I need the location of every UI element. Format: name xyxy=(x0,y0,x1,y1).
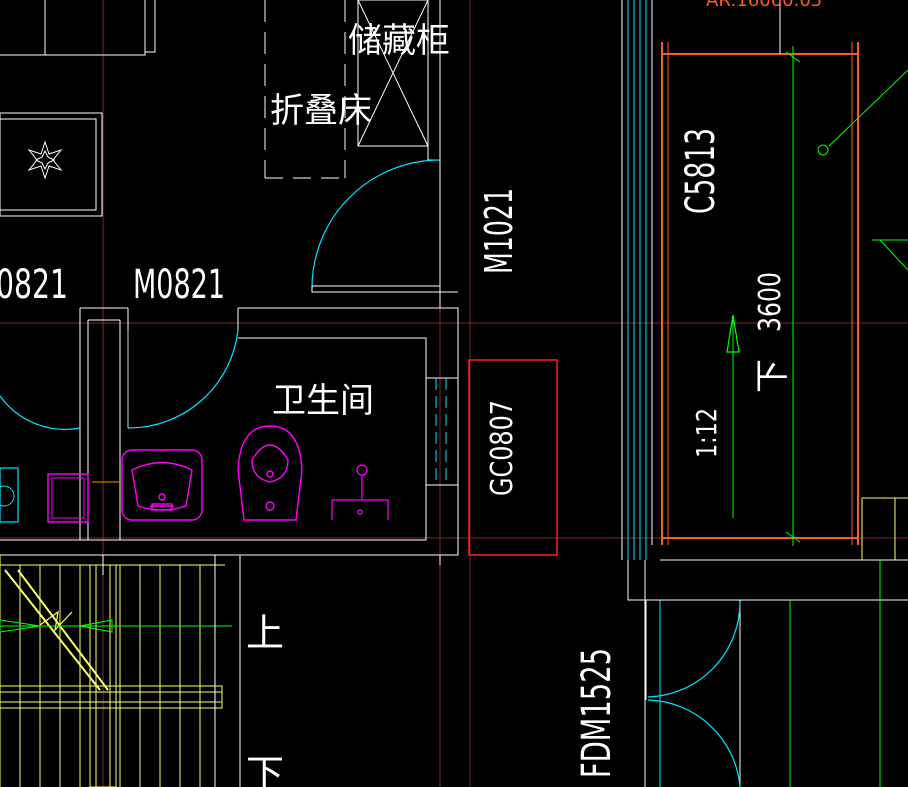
stair-up-label: 上 xyxy=(246,611,284,655)
door-m0821-label: M0821 xyxy=(133,262,225,308)
mop-sink-fixture xyxy=(331,464,389,520)
top-red-text: AR:16000.05 xyxy=(706,0,822,11)
stair-break-line xyxy=(39,610,73,632)
ramp-down-label: 下 xyxy=(753,359,793,393)
white-wall-lines-right xyxy=(621,0,908,787)
folding-bed-outline xyxy=(264,0,346,179)
bathroom-window-cyan xyxy=(435,378,447,485)
stair-down-label: 下 xyxy=(246,752,284,787)
storage-cabinet-label: 储藏柜 xyxy=(348,21,450,61)
door-m0821-left-label: 0821 xyxy=(0,262,68,308)
folding-bed-label: 折叠床 xyxy=(270,91,372,131)
washing-machine xyxy=(0,467,120,523)
flower-ornament-icon xyxy=(27,140,63,180)
stair-direction-lines xyxy=(0,619,232,633)
door-m0821-swings xyxy=(0,329,239,431)
staircase xyxy=(0,555,225,787)
door-m1021-label: M1021 xyxy=(477,188,521,274)
rug-block xyxy=(0,112,103,217)
stair-center-line xyxy=(214,555,241,787)
window-gc0807-label: GC0807 xyxy=(485,400,520,496)
green-dimension-lines xyxy=(732,46,908,546)
slope-label: 1:12 xyxy=(690,408,723,458)
furniture-sofa xyxy=(0,0,156,56)
bathroom-walls xyxy=(0,291,459,575)
cyan-wall-lines xyxy=(627,0,661,787)
lower-right-lines xyxy=(789,560,881,787)
window-gc0807-frame xyxy=(468,359,558,556)
window-c5813-frame xyxy=(661,42,859,545)
window-c5813-label: C5813 xyxy=(678,128,724,214)
dimension-3600-label: 3600 xyxy=(753,272,788,332)
yellow-edge-lines xyxy=(861,497,908,560)
bathroom-label: 卫生间 xyxy=(272,381,374,421)
door-fdm1525-swings xyxy=(645,600,741,787)
sink-fixture xyxy=(121,449,203,521)
toilet-fixture xyxy=(237,425,303,521)
fire-door-label: FDM1525 xyxy=(574,648,620,778)
ramp-arrow-icon xyxy=(726,314,740,353)
door-m1021-swing xyxy=(311,159,441,293)
